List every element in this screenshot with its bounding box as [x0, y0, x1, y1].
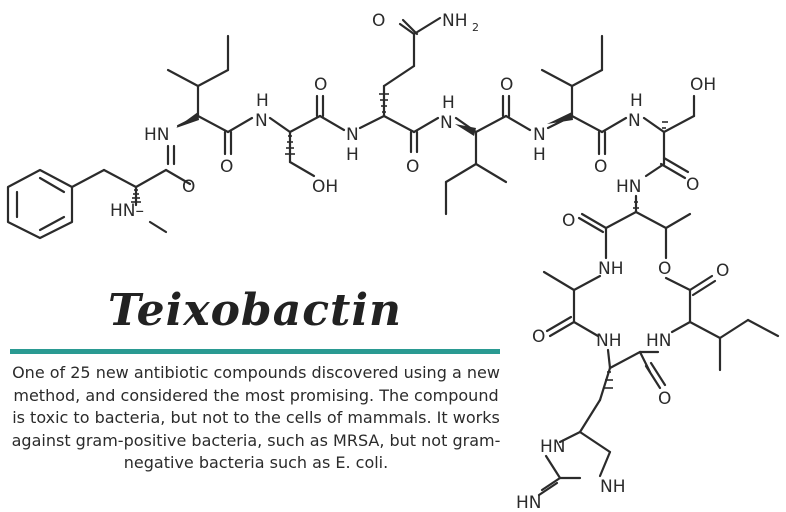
atom-label: NH	[596, 331, 622, 351]
atom-label: N	[440, 113, 453, 133]
atom-label: N	[346, 125, 359, 145]
atom-label: H	[346, 145, 359, 165]
atom-label: HN–	[110, 201, 144, 221]
atom-label: HN	[516, 493, 542, 512]
page-title: Teixobactin	[107, 285, 403, 336]
stereo-bonds	[131, 93, 668, 389]
atom-label: H	[533, 145, 546, 165]
atom-label: OH	[312, 177, 338, 197]
atom-label: HN	[616, 177, 642, 197]
atom-label: O	[562, 211, 575, 231]
atom-label: O	[716, 261, 729, 281]
atom-label: O	[594, 157, 607, 177]
atom-label: OH	[690, 75, 716, 95]
atom-label: NH	[598, 259, 624, 279]
atom-label: O	[182, 177, 195, 197]
atom-label: O	[532, 327, 545, 347]
atom-label: H	[630, 91, 643, 111]
atom-label: HN	[646, 331, 672, 351]
atom-label: HN	[540, 437, 566, 457]
atom-label: O	[686, 175, 699, 195]
atom-label: O	[314, 75, 327, 95]
atom-label: N	[533, 125, 546, 145]
atom-label: O	[500, 75, 513, 95]
atom-label: N	[628, 111, 641, 131]
description-text: One of 25 new antibiotic compounds disco…	[11, 363, 501, 472]
atom-label: HN	[144, 125, 170, 145]
atom-labels: HN– O HN O H N OH O N H O NH 2 O H N O N…	[110, 11, 729, 512]
atom-label: 2	[472, 21, 479, 34]
atom-label: H	[442, 93, 455, 113]
atom-label: O	[658, 259, 671, 279]
benzene-ring	[6, 168, 138, 240]
atom-label: H	[256, 91, 269, 111]
atom-label: NH	[600, 477, 626, 497]
atom-label: O	[372, 11, 385, 31]
atom-label: NH	[442, 11, 468, 31]
atom-label: N	[255, 111, 268, 131]
atom-label: O	[406, 157, 419, 177]
atom-label: O	[658, 389, 671, 409]
atom-label: O	[220, 157, 233, 177]
title-underline	[10, 349, 500, 354]
